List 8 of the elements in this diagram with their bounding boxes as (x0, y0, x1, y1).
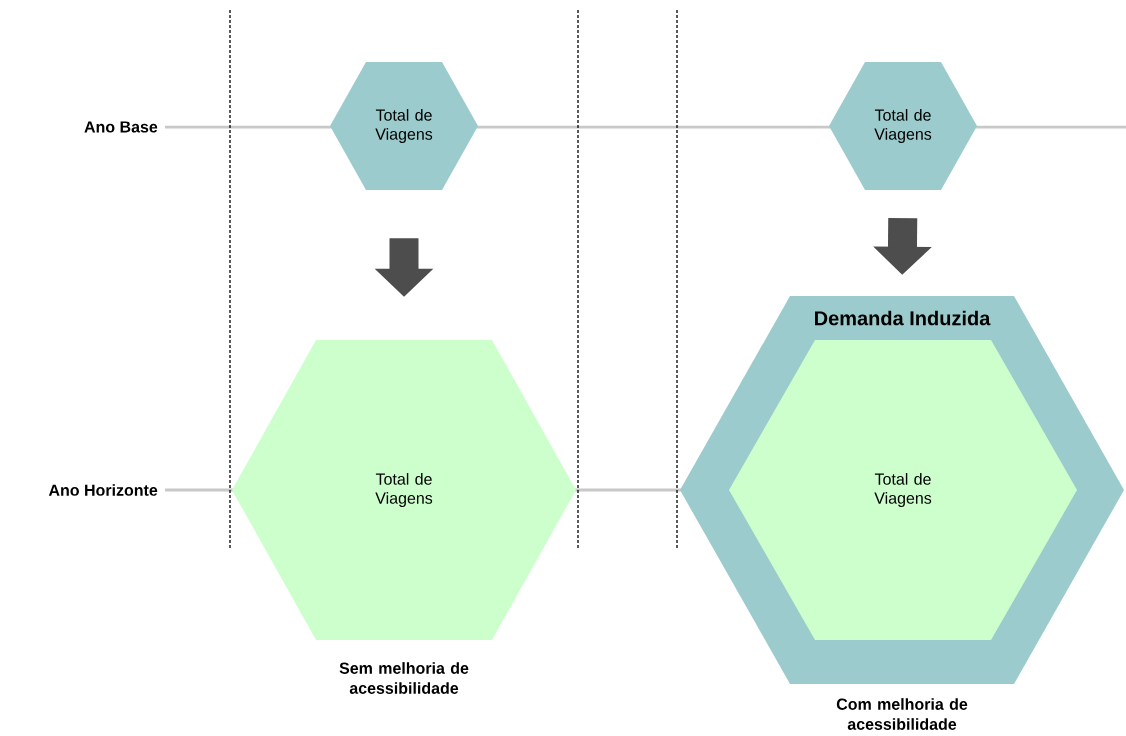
caption-text: Com melhoria de acessibilidade (836, 698, 968, 730)
row-label: Ano Horizonte (48, 484, 158, 496)
hexagon: Total de Viagens (232, 340, 576, 640)
hexagon: Total de Viagens (729, 340, 1077, 640)
caption-text: Sem melhoria de acessibilidade (339, 662, 469, 694)
hexagon: Total de Viagens (829, 62, 977, 190)
row-label: Ano Base (84, 121, 158, 133)
hexagon: Total de Viagens (330, 62, 478, 190)
